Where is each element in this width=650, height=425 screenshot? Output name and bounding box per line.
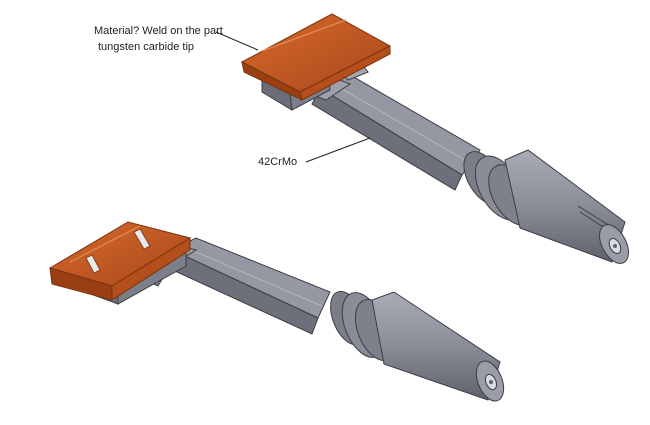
- upper-tool: [240, 13, 629, 264]
- lower-taper-shank: [371, 291, 505, 402]
- material-question-label: Material? Weld on the part: [94, 25, 223, 37]
- lower-carbide-tip: [48, 221, 192, 301]
- shank-material-label: 42CrMo: [258, 156, 298, 168]
- tip-material-label: tungsten carbide tip: [98, 41, 195, 53]
- lower-tool: [48, 221, 505, 402]
- leader-lines: [215, 31, 371, 163]
- upper-carbide-tip: [240, 13, 392, 101]
- upper-taper-shank: [504, 149, 629, 264]
